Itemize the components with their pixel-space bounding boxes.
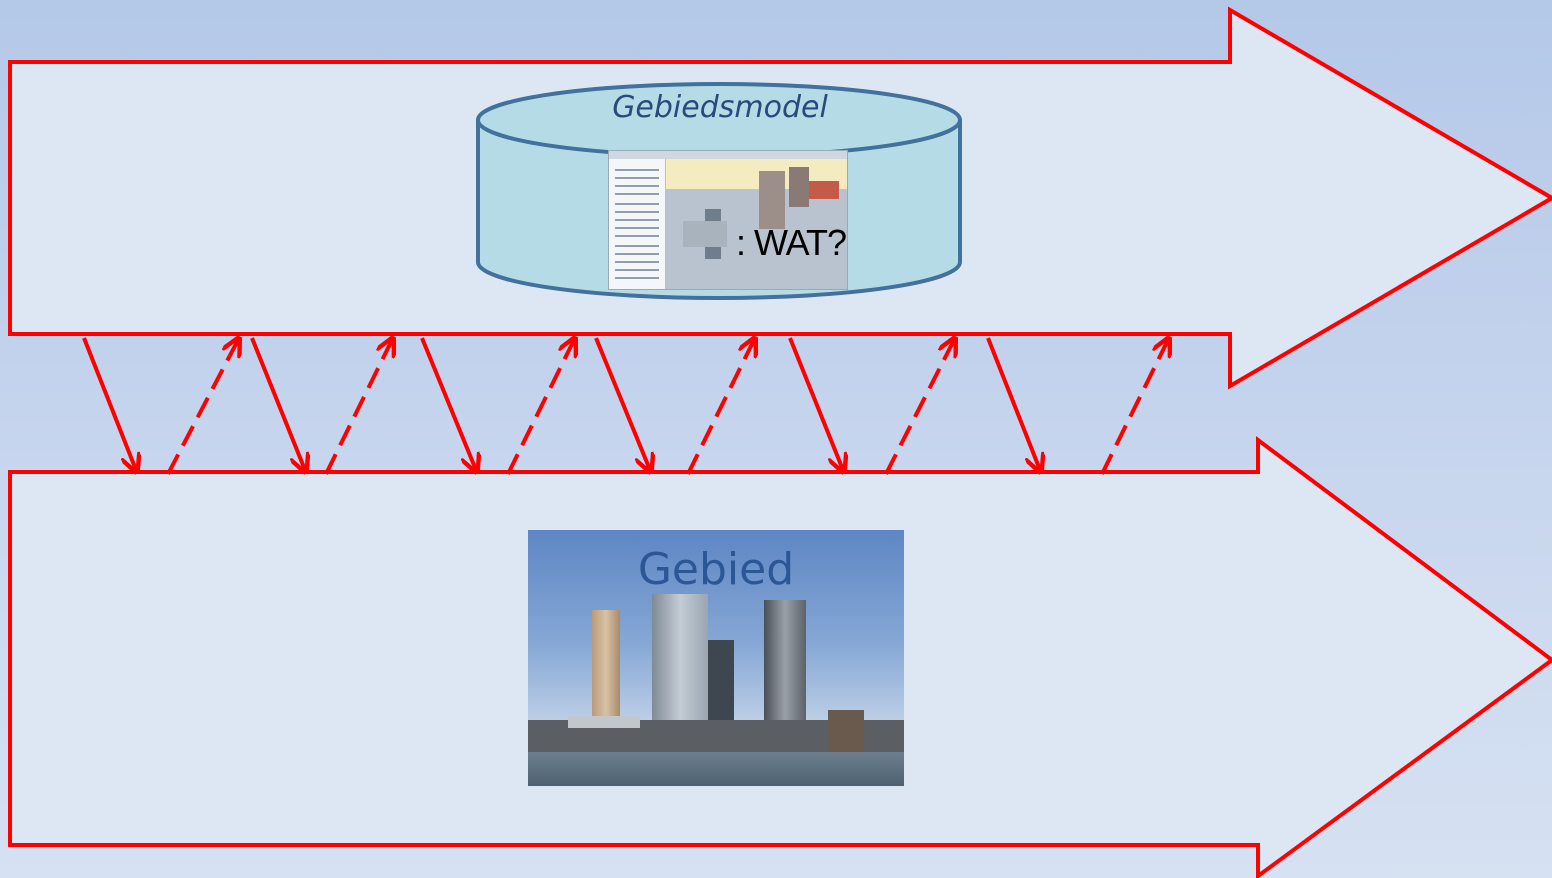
up-arrow-5 bbox=[884, 340, 954, 475]
down-arrow-6 bbox=[986, 337, 1040, 470]
up-arrow-2 bbox=[324, 340, 392, 475]
down-arrow-3 bbox=[420, 337, 476, 470]
down-connectors bbox=[82, 337, 1040, 470]
down-arrow-4 bbox=[594, 337, 650, 470]
model-label: Gebiedsmodel bbox=[612, 90, 828, 125]
area-label: Gebied bbox=[637, 544, 795, 595]
up-connectors bbox=[166, 340, 1168, 475]
model-caption: : WAT? bbox=[736, 222, 847, 263]
up-arrow-1 bbox=[166, 340, 238, 475]
up-arrow-4 bbox=[686, 340, 754, 475]
down-arrow-2 bbox=[250, 337, 305, 470]
up-arrow-3 bbox=[506, 340, 574, 475]
down-arrow-1 bbox=[82, 337, 136, 470]
up-arrow-6 bbox=[1100, 340, 1168, 475]
model-software-screenshot bbox=[608, 150, 848, 290]
area-skyline-photo bbox=[528, 530, 904, 786]
down-arrow-5 bbox=[788, 337, 843, 470]
